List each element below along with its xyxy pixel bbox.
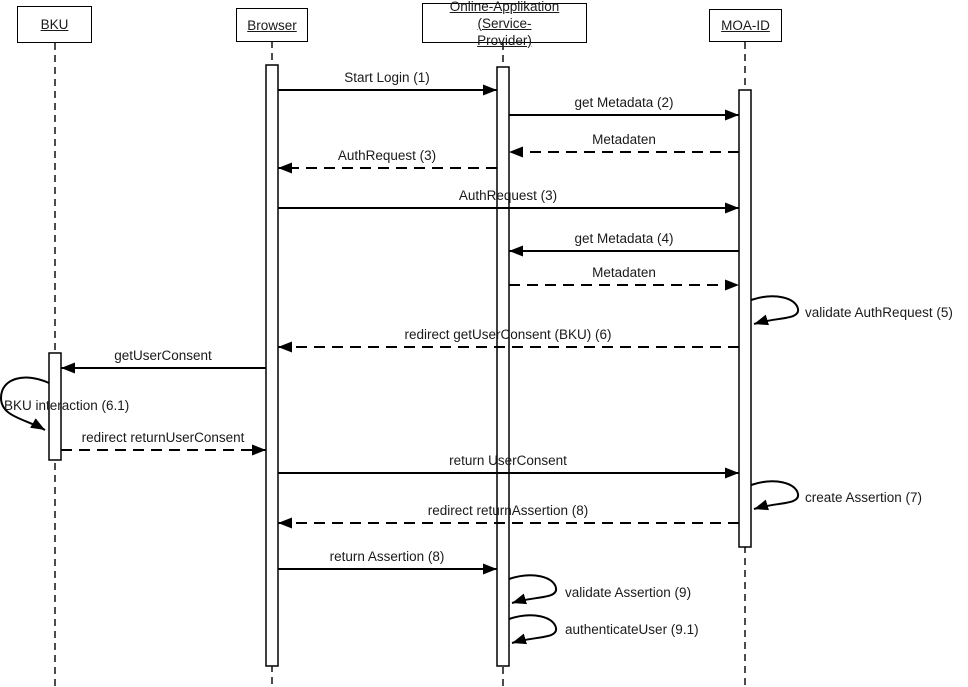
message-label-metadaten-2: Metadaten: [592, 132, 656, 147]
loop-authenticateuser: [508, 614, 558, 645]
loop-validate-assertion: [508, 574, 558, 605]
message-label-getuserconsent: getUserConsent: [114, 348, 212, 363]
message-label-validate-assertion: validate Assertion (9): [565, 585, 692, 600]
message-label-redirect-getuserconsent: redirect getUserConsent (BKU) (6): [404, 327, 612, 342]
message-label-return-userconsent: return UserConsent: [449, 453, 567, 468]
message-label-start-login: Start Login (1): [344, 70, 430, 85]
activation-bar-online-applikation: [496, 66, 510, 667]
message-label-return-assertion: return Assertion (8): [329, 549, 445, 564]
activation-bar-moa-id: [738, 89, 752, 548]
actor-box-bku: BKU: [17, 6, 92, 43]
message-label-authrequest-redirect: AuthRequest (3): [337, 148, 437, 163]
actor-label-browser: Browser: [247, 17, 297, 33]
loop-validate-authrequest: [750, 295, 800, 326]
actor-box-online-applikation: Online-Applikation (Service- Provider): [422, 0, 587, 48]
message-label-get-metadata-4: get Metadata (4): [574, 231, 674, 246]
actor-label-bku: BKU: [40, 17, 69, 32]
actor-label-online-applikation: Online-Applikation (Service- Provider): [449, 0, 560, 48]
message-label-bku-interaction: BKU interaction (6.1): [4, 398, 130, 413]
loop-create-assertion: [750, 480, 800, 511]
actor-box-moa-id: MOA-ID: [709, 9, 782, 42]
actor-box-browser: Browser: [236, 8, 308, 42]
message-label-get-metadata-2: get Metadata (2): [574, 95, 674, 110]
message-label-authenticateuser: authenticateUser (9.1): [565, 622, 699, 637]
activation-bar-bku: [48, 352, 62, 461]
message-label-validate-authrequest: validate AuthRequest (5): [805, 305, 953, 320]
message-label-authrequest-forward: AuthRequest (3): [458, 188, 558, 203]
actor-label-moa-id: MOA-ID: [721, 18, 770, 33]
activation-bar-browser: [265, 64, 279, 667]
message-label-create-assertion: create Assertion (7): [805, 490, 923, 505]
message-label-redirect-returnassertion: redirect returnAssertion (8): [427, 503, 589, 518]
message-label-redirect-returnuserconsent: redirect returnUserConsent: [81, 430, 245, 445]
message-label-metadaten-4: Metadaten: [592, 265, 656, 280]
loop-bku-interaction: [0, 376, 50, 431]
